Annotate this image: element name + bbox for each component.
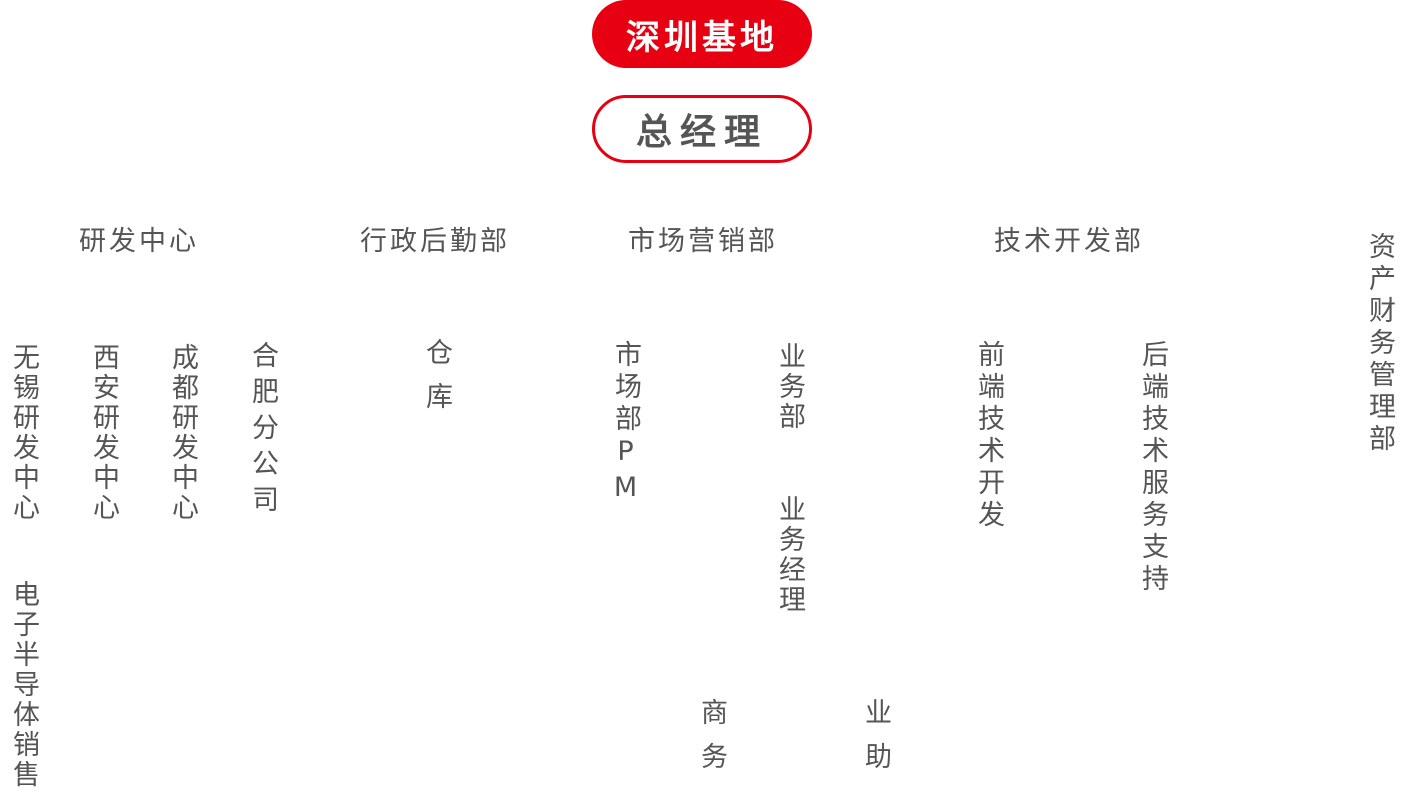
dept-asset-finance: 资产财务管理部 (1364, 232, 1395, 456)
dept-marketing: 市场营销部 (628, 226, 778, 257)
base-title-badge: 深圳基地 (592, 0, 812, 68)
unit-business-assistant: 业助 (860, 698, 891, 786)
unit-chengdu-rd: 成都研发中心 (167, 343, 198, 523)
dept-rd-center: 研发中心 (79, 226, 199, 257)
unit-business-dept: 业务部 (774, 342, 805, 432)
unit-marketing-pm: 市场部PM (610, 340, 641, 508)
dept-admin-logistics: 行政后勤部 (360, 226, 510, 257)
unit-hefei-branch: 合肥分公司 (247, 341, 278, 521)
dept-tech-dev: 技术开发部 (994, 226, 1144, 257)
unit-wuxi-rd: 无锡研发中心 (8, 343, 39, 523)
unit-xian-rd: 西安研发中心 (88, 343, 119, 523)
unit-semiconductor-sales: 电子半导体销售 (8, 580, 39, 790)
general-manager-node: 总经理 (592, 95, 812, 163)
unit-frontend-dev: 前端技术开发 (973, 340, 1004, 532)
unit-commerce: 商务 (696, 698, 727, 786)
unit-business-manager: 业务经理 (774, 495, 805, 615)
unit-backend-support: 后端技术服务支持 (1137, 340, 1168, 596)
unit-warehouse: 仓库 (421, 338, 452, 426)
